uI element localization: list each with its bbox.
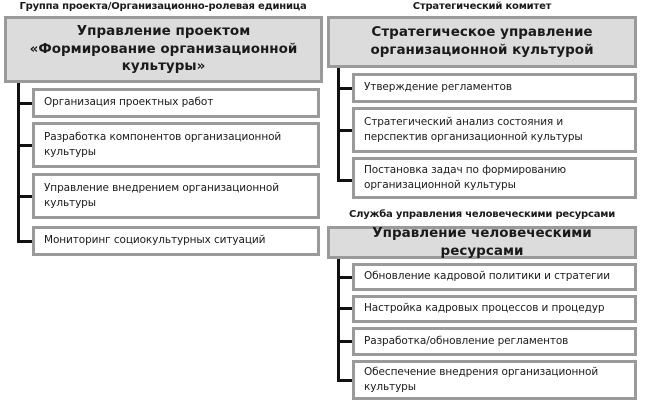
right-top-connector xyxy=(337,68,340,182)
connector-stub xyxy=(337,379,353,382)
right-top-title-box: Стратегическое управление организационно… xyxy=(327,16,637,68)
right-top-item: Стратегический анализ состояния и перспе… xyxy=(352,107,637,153)
connector-stub xyxy=(337,276,353,279)
connector-stub xyxy=(17,195,33,198)
left-title-box: Управление проектом «Формирование органи… xyxy=(4,16,323,83)
right-bottom-connector xyxy=(337,259,340,382)
right-bottom-title-box: Управление человеческими ресурсами xyxy=(327,225,637,259)
right-top-label: Стратегический комитет xyxy=(412,1,552,12)
right-top-item: Утверждение регламентов xyxy=(352,73,637,103)
right-top-item: Постановка задач по формированию организ… xyxy=(352,157,637,199)
right-bottom-item: Обновление кадровой политики и стратегии xyxy=(352,263,637,291)
right-bottom-item: Обеспечение внедрения организационной ку… xyxy=(352,360,637,400)
connector-stub xyxy=(337,87,353,90)
left-connector xyxy=(17,83,20,243)
left-item: Управление внедрением организационной ку… xyxy=(32,173,320,219)
connector-stub xyxy=(17,144,33,147)
right-bottom-label: Служба управления человеческими ресурсам… xyxy=(348,209,616,220)
connector-stub xyxy=(17,102,33,105)
left-group-label: Группа проекта/Организационно-ролевая ед… xyxy=(19,1,307,12)
left-item: Организация проектных работ xyxy=(32,88,320,118)
left-item: Разработка компонентов организационной к… xyxy=(32,122,320,168)
connector-stub xyxy=(337,129,353,132)
connector-stub xyxy=(337,307,353,310)
connector-stub xyxy=(337,179,353,182)
right-bottom-item: Разработка/обновление регламентов xyxy=(352,327,637,356)
connector-stub xyxy=(337,340,353,343)
left-item: Мониторинг социокультурных ситуаций xyxy=(32,226,320,256)
connector-stub xyxy=(17,240,33,243)
right-bottom-item: Настройка кадровых процессов и процедур xyxy=(352,295,637,323)
